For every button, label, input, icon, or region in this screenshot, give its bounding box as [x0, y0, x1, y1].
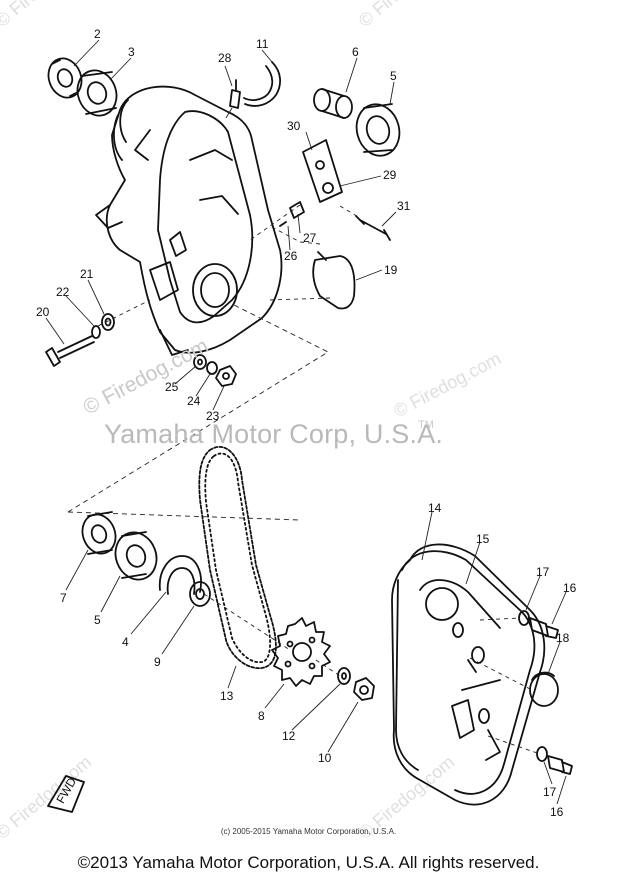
chain-case-housing [95, 85, 283, 356]
callout-13: 13 [220, 689, 234, 703]
watermark-top-left: © Firedog.com [0, 0, 95, 31]
watermark-tm: TM [418, 419, 434, 431]
callout-labels: 2 3 28 11 6 5 30 29 31 27 26 19 21 22 20… [36, 27, 577, 819]
callout-26: 26 [284, 249, 298, 263]
callout-9: 9 [154, 655, 161, 669]
callout-6: 6 [352, 45, 359, 59]
callout-2: 2 [94, 27, 101, 41]
washer-24 [206, 361, 218, 375]
bearing-3 [76, 69, 118, 117]
leader-lines [45, 39, 567, 805]
tensioner-plate-30 [302, 139, 343, 203]
nut-10 [353, 677, 375, 701]
fwd-arrow-icon [47, 775, 85, 813]
callout-5-lower: 5 [94, 613, 101, 627]
bolt-16-upper [529, 617, 559, 639]
washer-21 [101, 313, 115, 331]
callout-16-upper: 16 [563, 581, 577, 595]
callout-14: 14 [428, 501, 442, 515]
callout-17-upper: 17 [536, 565, 550, 579]
chain-13 [198, 445, 277, 669]
callout-16-lower: 16 [550, 805, 564, 819]
callout-31: 31 [397, 199, 411, 213]
hose-11 [243, 61, 281, 107]
watermark-yamaha-text: Yamaha Motor Corp, U.S.A. [104, 419, 444, 449]
washer-12 [337, 667, 351, 685]
callout-17-lower: 17 [543, 785, 557, 799]
bearing-5-upper [355, 103, 401, 157]
callout-21: 21 [80, 267, 94, 281]
callout-30: 30 [287, 119, 301, 133]
watermark-center-right: © Firedog.com [390, 348, 504, 421]
collar-6 [313, 88, 353, 119]
callout-19: 19 [384, 263, 398, 277]
callout-4: 4 [122, 635, 129, 649]
callout-18: 18 [556, 631, 570, 645]
slider-19 [312, 251, 356, 310]
callout-8: 8 [258, 709, 265, 723]
bearing-7 [81, 511, 117, 555]
callout-24: 24 [187, 394, 201, 408]
washer-17-lower [536, 746, 548, 762]
cover-gasket-15 [419, 579, 501, 761]
callout-25: 25 [165, 380, 179, 394]
washer-25 [193, 354, 207, 370]
callout-20: 20 [36, 305, 50, 319]
sprocket-8 [271, 617, 331, 687]
footer-copyright: ©2013 Yamaha Motor Corporation, U.S.A. A… [77, 853, 540, 872]
callout-5-upper: 5 [390, 69, 397, 83]
callout-11: 11 [256, 37, 269, 51]
watermark-top-right: © Firedog.com [355, 0, 458, 31]
washer-22 [91, 325, 101, 339]
bolt-16-lower [547, 755, 573, 775]
watermark-yamaha: Yamaha Motor Corp, U.S.A. [32, 419, 443, 450]
bolt-31 [355, 215, 391, 241]
bearing-5-lower [114, 531, 158, 581]
callout-28: 28 [218, 51, 232, 65]
callout-12: 12 [282, 729, 296, 743]
callout-22: 22 [56, 285, 70, 299]
bolt-27 [279, 201, 305, 227]
bolt-20 [45, 335, 95, 367]
circlip-4 [158, 555, 202, 595]
cap-18 [529, 671, 559, 707]
nut-23 [215, 365, 237, 387]
washer-17-upper [518, 610, 530, 626]
collar-9 [189, 581, 211, 607]
callout-23: 23 [206, 409, 220, 423]
callout-7: 7 [60, 591, 67, 605]
callout-10: 10 [318, 751, 332, 765]
callout-27: 27 [303, 231, 317, 245]
callout-29: 29 [383, 168, 397, 182]
chain-cover-14 [391, 543, 546, 806]
callout-3: 3 [128, 45, 135, 59]
callout-15: 15 [476, 532, 490, 546]
small-copyright: (c) 2005-2015 Yamaha Motor Corporation, … [220, 827, 397, 836]
fitting-28 [229, 79, 241, 109]
